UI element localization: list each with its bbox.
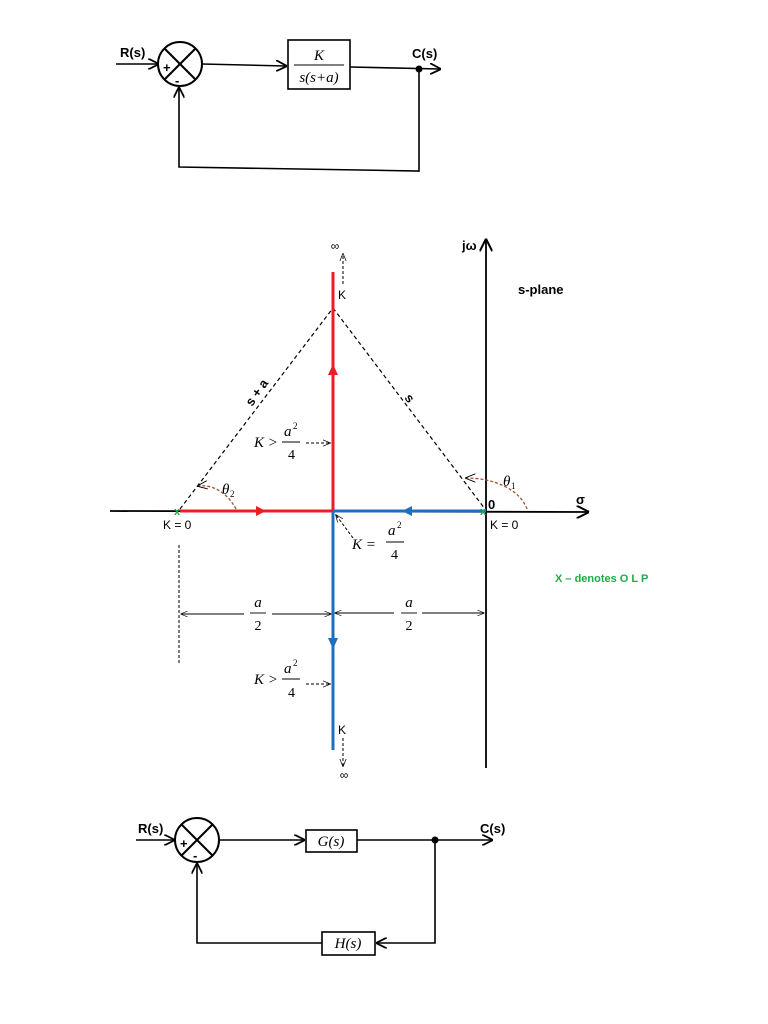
k-zero-right: K = 0 (490, 518, 519, 532)
theta1-subscript: 1 (511, 481, 516, 491)
legend-olp: X – denotes O L P (555, 573, 648, 585)
k-greater-text-upper: K > (253, 435, 278, 451)
k-greater-annotation-upper: K > a 2 4 (253, 421, 330, 463)
k-zero-left: K = 0 (163, 518, 192, 532)
forward-block-g (305, 829, 358, 853)
theta1-arc (466, 478, 528, 510)
k-greater-annotation-lower: K > a 2 4 (253, 658, 330, 701)
bottom-minus-sign: - (193, 848, 197, 863)
s-plane-title: s-plane (518, 282, 564, 297)
red-direction-arrow-up (328, 364, 338, 375)
jw-axis-label: jω (461, 238, 477, 253)
bottom-block-diagram: R(s) + - G(s) C(s) H(s) (136, 817, 505, 956)
sigma-axis-label: σ (576, 492, 585, 507)
top-tf-numerator: K (313, 48, 325, 64)
k-greater-sup-lower: 2 (293, 658, 298, 668)
bottom-feedback-path-right (377, 840, 436, 943)
k-equal-text: K = (351, 537, 376, 553)
bottom-summing-junction (174, 817, 220, 863)
bottom-feedback-path-left (197, 864, 322, 944)
k-label-top: K (338, 288, 346, 302)
infinity-top: ∞ (331, 239, 340, 253)
vector-s-plus-a-label: s + a (242, 376, 272, 409)
k-equal-den: 4 (391, 548, 398, 563)
dim-left-num: a (254, 595, 262, 611)
theta2-label: θ (222, 482, 230, 498)
forward-block-label: G(s) (318, 834, 345, 850)
red-direction-arrow-right (256, 506, 266, 516)
bottom-input-label: R(s) (138, 821, 163, 836)
top-tf-denominator: s(s+a) (299, 70, 338, 86)
dim-right-num: a (405, 595, 413, 611)
top-error-arrow (201, 64, 286, 66)
s-plane-diagram: jω σ s-plane 0 s + a s x x K = 0 K = 0 ∞… (109, 238, 648, 782)
blue-direction-arrow-down (328, 638, 338, 649)
top-feedback-path (179, 69, 420, 172)
top-minus-sign: - (175, 73, 179, 88)
k-greater-sup-upper: 2 (293, 421, 298, 431)
theta1-label: θ (503, 474, 511, 490)
k-equal-sup: 2 (397, 520, 402, 530)
k-equal-annotation: K = a 2 4 (336, 515, 404, 563)
k-greater-num-lower: a (284, 661, 292, 677)
k-equal-arrow (336, 515, 354, 539)
k-equal-num: a (388, 523, 396, 539)
infinity-bottom: ∞ (340, 768, 349, 782)
k-greater-den-lower: 4 (288, 686, 295, 701)
theta2-subscript: 2 (230, 489, 235, 499)
vector-s-plus-a (179, 307, 334, 510)
bottom-plus-sign: + (180, 836, 188, 851)
vector-s (332, 307, 486, 510)
origin-label: 0 (488, 497, 495, 512)
k-greater-text-lower: K > (253, 672, 278, 688)
top-block-diagram: R(s) + - K s(s+a) C(s) (116, 39, 440, 172)
blue-direction-arrow-left (402, 506, 412, 516)
dim-right-den: 2 (406, 619, 413, 634)
top-output-label: C(s) (412, 46, 437, 61)
vector-s-label: s (402, 391, 418, 406)
dim-left-den: 2 (255, 619, 262, 634)
k-greater-num-upper: a (284, 424, 292, 440)
top-plus-sign: + (163, 60, 171, 75)
feedback-block-label: H(s) (334, 936, 362, 952)
top-input-label: R(s) (120, 45, 145, 60)
pole-marker-origin: x (480, 506, 487, 518)
top-output-arrow (349, 67, 440, 69)
pole-marker-left: x (174, 506, 181, 518)
k-greater-den-upper: 4 (288, 448, 295, 463)
k-label-bottom: K (338, 723, 346, 737)
bottom-output-label: C(s) (480, 821, 505, 836)
